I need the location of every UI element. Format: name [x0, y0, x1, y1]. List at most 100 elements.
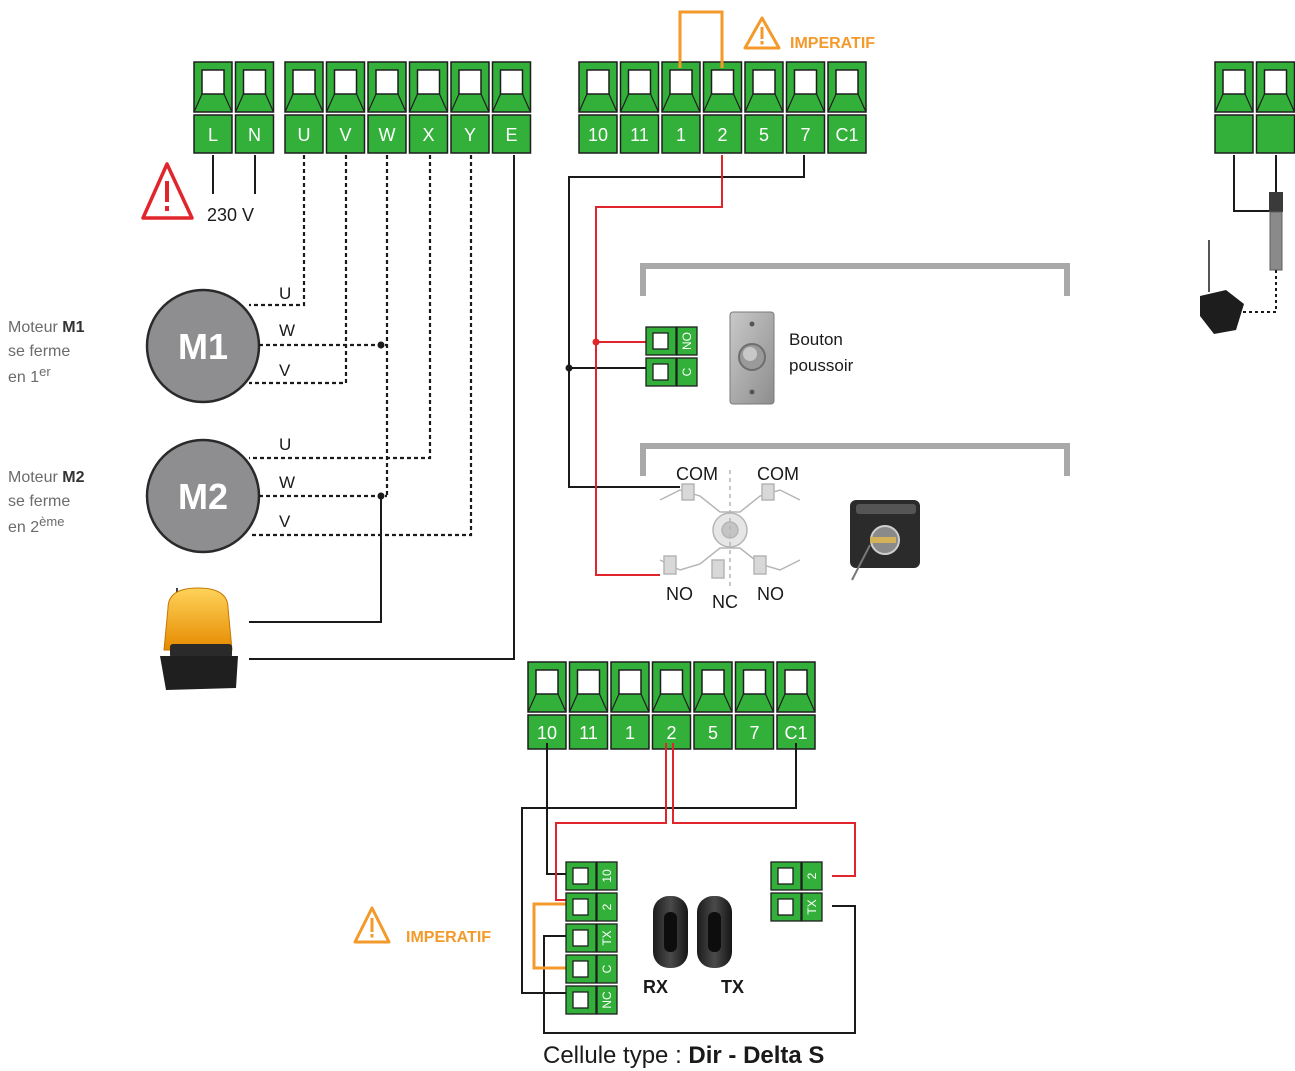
control-terminal-label: 2 — [717, 125, 727, 145]
mandatory-warning-icon-bottom — [353, 906, 391, 944]
photocell-block-terminal: 11 — [568, 661, 609, 750]
photocell-rx-terminal: TX — [565, 923, 618, 953]
motor-terminal: V — [325, 61, 366, 154]
motor-terminal-label: Y — [464, 125, 476, 145]
m2-wire-w: W — [279, 473, 295, 492]
m1-wire-w: W — [279, 321, 295, 340]
mains-terminal: N — [234, 61, 275, 154]
antenna-terminal — [1255, 61, 1295, 154]
motor-terminal: E — [491, 61, 532, 154]
photocell-rx-terminal: 10 — [565, 861, 618, 891]
antenna-terminal — [1214, 61, 1254, 154]
photocell-rx-terminals: 10 2TX C NC — [565, 861, 618, 1015]
mandatory-warning-icon-top — [743, 16, 781, 50]
mains-terminal-label: L — [208, 125, 218, 145]
m2-wire-u: U — [279, 435, 291, 454]
control-terminal: C1 — [827, 61, 867, 154]
push-button-icon — [729, 311, 775, 405]
photocell-block-terminal-label: 2 — [666, 723, 676, 743]
photocell-tx-icon — [697, 896, 732, 968]
key-switch-no-left: NO — [666, 584, 693, 604]
danger-warning-icon — [141, 162, 194, 220]
key-switch-no-right: NO — [757, 584, 784, 604]
photocell-rx-terminal-label: 2 — [600, 903, 614, 910]
control-terminal: 7 — [785, 61, 826, 154]
photocell-rx-terminal-label: TX — [600, 930, 614, 945]
photocell-tx-terminal: 2 — [770, 861, 823, 891]
motor-terminal: W — [367, 61, 407, 154]
m2-wire-v: V — [279, 512, 291, 531]
photocell-block-terminal-label: 5 — [708, 723, 718, 743]
motor1-desc-line2: se ferme — [8, 343, 70, 360]
motor1-group: M1 — [145, 288, 261, 404]
photocell-block-terminal: 2 — [651, 661, 692, 750]
motor-terminal-label: U — [298, 125, 311, 145]
motor-terminal: U — [284, 61, 324, 154]
control-terminal-label: C1 — [835, 125, 858, 145]
motor1-desc-line3: en 1er — [8, 364, 51, 386]
mains-terminal: L — [193, 61, 233, 154]
push-button-terminal: NO — [645, 326, 698, 356]
mains-terminal-label: N — [248, 125, 261, 145]
photocell-tx-terminal: TX — [770, 892, 823, 922]
voltage-label: 230 V — [207, 205, 254, 225]
m1-wire-u: U — [279, 284, 291, 303]
photocell-tx-terminals: 2TX — [770, 861, 823, 922]
motor-terminal-label: E — [505, 125, 517, 145]
motor-terminal: X — [408, 61, 449, 154]
motor2-desc-line2: se ferme — [8, 493, 70, 510]
motor-wiring — [249, 155, 473, 537]
motor-terminal-label: V — [339, 125, 351, 145]
control-terminal: 2 — [702, 61, 743, 154]
photocell-block-terminal: 7 — [734, 661, 775, 750]
key-switch-com-left: COM — [676, 464, 718, 484]
photocell-block-terminal-label: 11 — [579, 723, 598, 743]
photocell-rx-terminal: 2 — [565, 892, 618, 922]
motor2-group: M2 — [145, 438, 261, 554]
photocell-tx-terminal-label: 2 — [805, 872, 819, 879]
photocell-block-terminal-label: C1 — [784, 723, 807, 743]
control-terminal: 5 — [744, 61, 784, 154]
photocell-rx-terminal-label: C — [600, 964, 614, 973]
photocell-rx-terminal: NC — [565, 985, 618, 1015]
photocell-tx-terminal-label: TX — [805, 899, 819, 914]
photocell-block-terminal: 1 — [610, 661, 650, 750]
key-switch-icon — [850, 500, 920, 581]
photocell-rx-icon — [653, 896, 688, 968]
push-button-terminal: C — [645, 357, 698, 387]
push-button-label-line2: poussoir — [789, 356, 854, 375]
photocell-block-terminal: 5 — [693, 661, 733, 750]
motor2-badge: M2 — [178, 476, 228, 517]
terminal-block-antenna — [1214, 61, 1295, 154]
m1-wire-v: V — [279, 361, 291, 380]
mandatory-warning-text-bottom: IMPERATIF — [406, 929, 491, 946]
key-switch-com-right: COM — [757, 464, 799, 484]
motor-terminal: Y — [450, 61, 490, 154]
photocell-rx-terminal-label: NC — [600, 991, 614, 1009]
photocell-block-terminal-label: 10 — [537, 723, 557, 743]
motor2-desc-line1: Moteur M2 — [8, 469, 85, 486]
photocell-rx-label: RX — [643, 977, 668, 997]
control-terminal-label: 1 — [676, 125, 686, 145]
motor1-badge: M1 — [178, 326, 228, 367]
photocell-block-terminal: 10 — [527, 661, 567, 750]
flashing-lamp-icon — [160, 587, 238, 690]
photocell-caption: Cellule type : Dir - Delta S — [543, 1042, 824, 1069]
photocell-rx-terminal: C — [565, 954, 618, 984]
photocell-block-terminal: C1 — [776, 661, 816, 750]
mandatory-warning-text-top: IMPERATIF — [790, 35, 875, 52]
motor-terminal-label: W — [379, 125, 396, 145]
push-button-label-line1: Bouton — [789, 330, 843, 349]
motor2-desc-line3: en 2ème — [8, 514, 64, 536]
control-terminal: 11 — [619, 61, 660, 154]
antenna-icon — [1200, 192, 1283, 334]
push-button-terminals: NOC — [645, 326, 698, 387]
photocell-tx-label: TX — [721, 977, 744, 997]
control-terminal-label: 10 — [588, 125, 608, 145]
control-terminal-label: 5 — [759, 125, 769, 145]
control-terminal-label: 7 — [800, 125, 810, 145]
